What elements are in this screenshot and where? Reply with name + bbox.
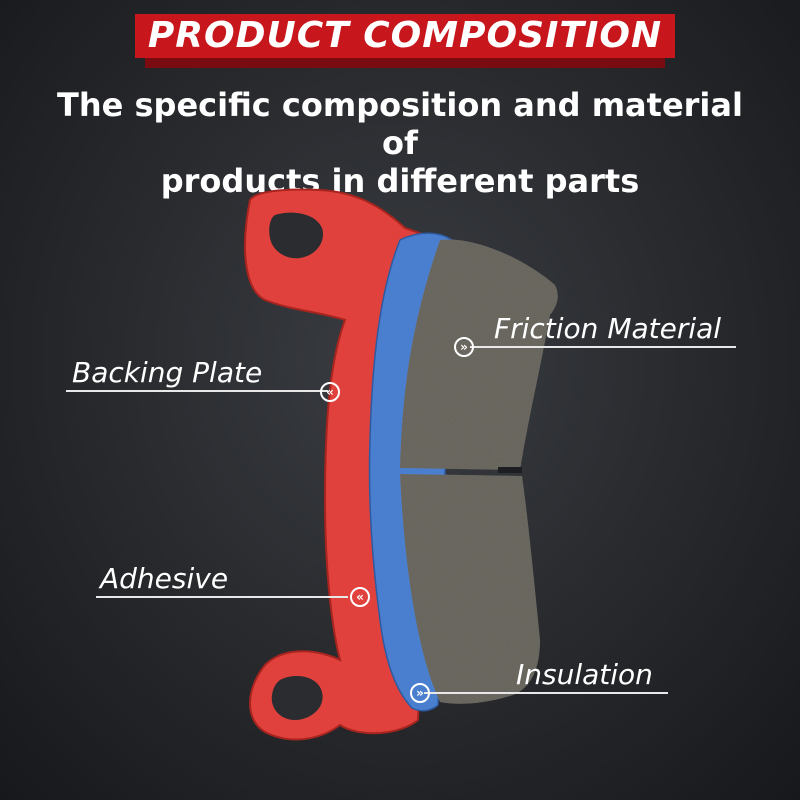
friction-material-marker: » <box>454 337 474 357</box>
insulation-underline <box>424 692 668 694</box>
subtitle-line-2: products in different parts <box>160 162 640 200</box>
banner-background <box>135 14 675 58</box>
banner-shadow <box>145 58 665 68</box>
insulation-label: Insulation <box>516 658 653 691</box>
adhesive-marker: « <box>350 587 370 607</box>
lower-mount-hole <box>271 676 323 720</box>
adhesive-label: Adhesive <box>100 562 229 595</box>
backing-plate-marker: « <box>320 382 340 402</box>
backing-plate-underline <box>66 390 328 392</box>
backing-plate-label: Backing Plate <box>72 356 263 389</box>
insulation-marker: » <box>410 683 430 703</box>
adhesive-underline <box>96 596 348 598</box>
friction-slot <box>498 467 522 473</box>
title-banner: PRODUCT COMPOSITION <box>135 14 675 68</box>
subtitle: The specific composition and material of… <box>40 86 760 200</box>
friction-block-upper <box>400 239 558 470</box>
friction-material-underline <box>470 346 736 348</box>
friction-material-label: Friction Material <box>494 312 722 345</box>
subtitle-line-1: The specific composition and material of <box>57 86 743 162</box>
friction-block-lower <box>400 474 540 704</box>
upper-mount-hole <box>269 212 324 259</box>
page-title: PRODUCT COMPOSITION <box>147 15 663 56</box>
